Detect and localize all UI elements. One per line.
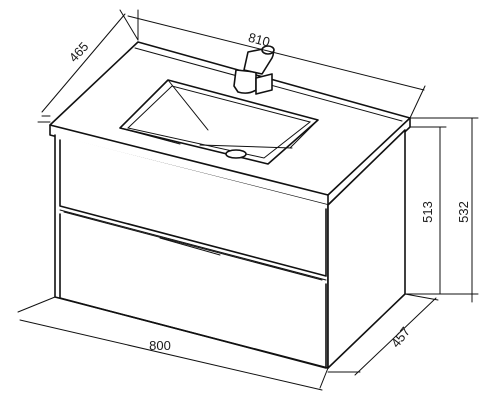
dim-height-total-label: 532 [456, 201, 471, 223]
basin [119, 79, 319, 165]
dim-top-width: 810 [127, 9, 426, 119]
drain-icon [225, 149, 247, 159]
dim-height-total: 532 [409, 117, 479, 303]
dim-top-depth-label: 465 [66, 39, 92, 65]
faucet-icon [233, 45, 275, 95]
dim-bottom-width: 800 [17, 296, 329, 391]
dim-bottom-depth-label: 457 [388, 324, 413, 350]
dim-bottom-width-label: 800 [149, 338, 171, 353]
dim-height-body-label: 513 [420, 201, 435, 223]
dim-top-width-label: 810 [247, 30, 272, 50]
dim-height-body: 513 [404, 126, 447, 295]
